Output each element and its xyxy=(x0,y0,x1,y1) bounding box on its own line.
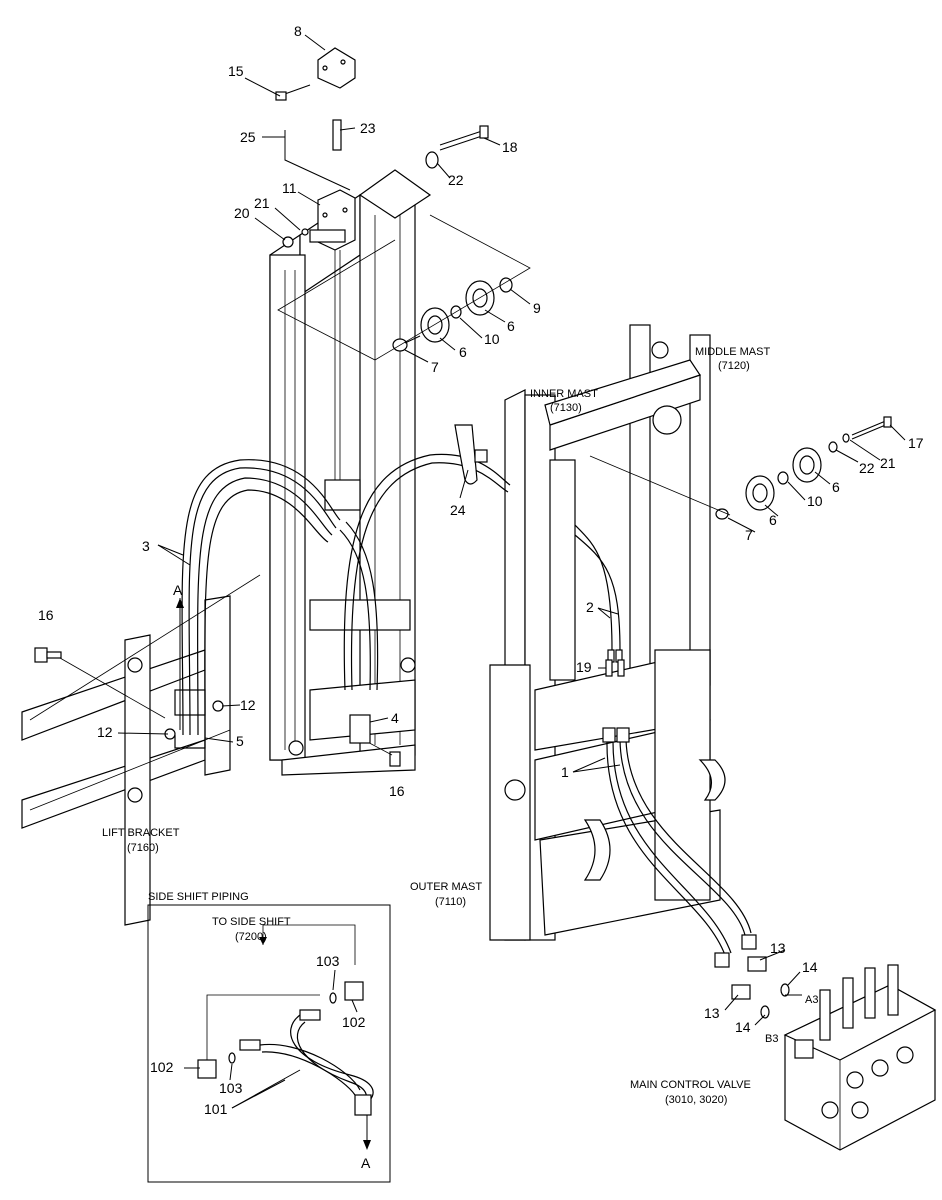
callout-24: 24 xyxy=(450,502,466,518)
caption-inner-mast: INNER MAST xyxy=(530,388,598,400)
callout-21: 21 xyxy=(880,455,896,471)
leader-lines xyxy=(117,34,906,1109)
callout-15: 15 xyxy=(228,63,244,79)
fittings-13-14 xyxy=(731,956,790,1019)
side-shift-piping-parts xyxy=(197,924,374,1150)
caption-middle-mast: MIDDLE MAST xyxy=(695,346,770,358)
callout-10: 10 xyxy=(807,493,823,509)
callout-7: 7 xyxy=(745,527,753,543)
callout-labels: 8 15 23 25 18 22 11 21 20 9 6 10 6 7 17 … xyxy=(38,23,924,1171)
callout-A: A xyxy=(173,582,183,598)
callout-7: 7 xyxy=(431,359,439,375)
caption-main-control-valve-code: (3010, 3020) xyxy=(665,1094,727,1106)
callout-14: 14 xyxy=(802,959,818,975)
leader-roller-7b xyxy=(589,455,731,516)
callout-103: 103 xyxy=(219,1080,243,1096)
bolt-23 xyxy=(332,119,342,151)
washer-22 xyxy=(425,151,439,169)
caption-lift-bracket-code: (7160) xyxy=(127,842,159,854)
caption-middle-mast-code: (7120) xyxy=(718,360,750,372)
callout-14: 14 xyxy=(735,1019,751,1035)
callout-22: 22 xyxy=(448,172,464,188)
caption-to-side-shift: TO SIDE SHIFT xyxy=(212,916,291,928)
caption-outer-mast-code: (7110) xyxy=(435,896,466,908)
callout-6: 6 xyxy=(769,512,777,528)
callout-B3: B3 xyxy=(765,1033,778,1045)
callout-16: 16 xyxy=(38,607,54,623)
bracket-4 xyxy=(349,714,371,744)
bracket-8 xyxy=(317,47,356,89)
nut-20 xyxy=(282,236,294,248)
callout-102: 102 xyxy=(150,1059,174,1075)
fitting-24 xyxy=(454,424,488,485)
callout-17: 17 xyxy=(908,435,924,451)
caption-to-side-shift-code: (7200) xyxy=(235,931,267,943)
leader-16-left xyxy=(59,657,166,719)
captions: MIDDLE MAST (7120) INNER MAST (7130) LIF… xyxy=(102,346,770,1106)
callout-25: 25 xyxy=(240,129,256,145)
caption-side-shift-piping: SIDE SHIFT PIPING xyxy=(148,891,249,903)
main-control-valve xyxy=(783,964,937,1151)
side-shift-piping-box xyxy=(147,904,391,1183)
caption-outer-mast: OUTER MAST xyxy=(410,881,482,893)
hoses-2 xyxy=(574,524,623,663)
callout-4: 4 xyxy=(391,710,399,726)
callout-12: 12 xyxy=(240,697,256,713)
callout-101: 101 xyxy=(204,1101,228,1117)
callout-21: 21 xyxy=(254,195,270,211)
leader-rollers-upper xyxy=(277,214,531,361)
callout-8: 8 xyxy=(294,23,302,39)
right-rollers xyxy=(715,416,892,520)
caption-main-control-valve: MAIN CONTROL VALVE xyxy=(630,1079,751,1091)
callout-2: 2 xyxy=(586,599,594,615)
callout-6: 6 xyxy=(507,318,515,334)
fitting-12-right xyxy=(212,700,224,712)
hoses-3 xyxy=(174,453,511,749)
callout-102: 102 xyxy=(342,1014,366,1030)
fitting-16-left xyxy=(34,647,62,663)
callout-6: 6 xyxy=(459,344,467,360)
bracket-11 xyxy=(309,189,356,251)
callout-19: 19 xyxy=(576,659,592,675)
caption-inner-mast-code: (7130) xyxy=(550,402,582,414)
callout-13: 13 xyxy=(770,940,786,956)
rear-mast-assembly xyxy=(269,169,432,776)
callout-3: 3 xyxy=(142,538,150,554)
callout-20: 20 xyxy=(234,205,250,221)
callout-11: 11 xyxy=(282,180,297,196)
callout-5: 5 xyxy=(236,733,244,749)
caption-lift-bracket: LIFT BRACKET xyxy=(102,827,180,839)
hoses-1 xyxy=(602,727,757,968)
callout-23: 23 xyxy=(360,120,376,136)
callout-13: 13 xyxy=(704,1005,720,1021)
callout-18: 18 xyxy=(502,139,518,155)
bolt-18 xyxy=(439,125,489,151)
callout-22: 22 xyxy=(859,460,875,476)
callout-6: 6 xyxy=(832,479,840,495)
lift-bracket-assembly xyxy=(21,574,261,926)
front-mast-assembly xyxy=(489,324,726,941)
callout-9: 9 xyxy=(533,300,541,316)
callout-1: 1 xyxy=(561,764,569,780)
bolt-15 xyxy=(275,84,311,101)
callout-103: 103 xyxy=(316,953,340,969)
callout-12: 12 xyxy=(97,724,113,740)
callout-A3: A3 xyxy=(805,994,818,1006)
callout-10: 10 xyxy=(484,331,500,347)
callout-16: 16 xyxy=(389,783,405,799)
callout-A: A xyxy=(361,1155,371,1171)
washer-21 xyxy=(301,228,309,236)
